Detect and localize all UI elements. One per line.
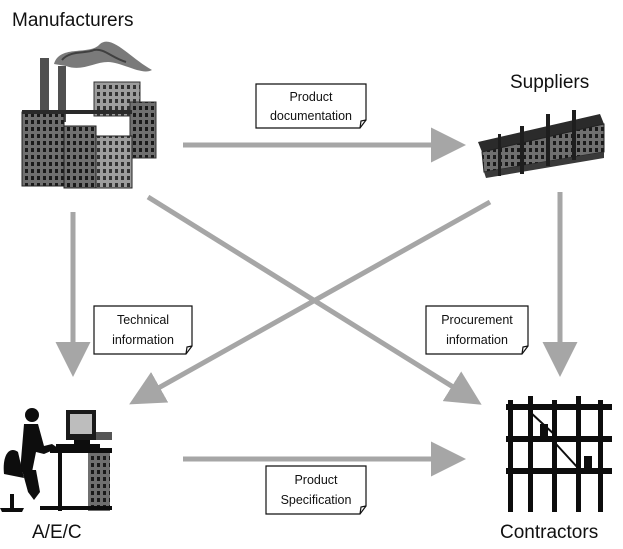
note-technical-information-line2: information [112, 333, 174, 347]
manufacturers-label: Manufacturers [12, 10, 134, 31]
aec-label: A/E/C [32, 522, 82, 543]
note-product-documentation: Product documentation [255, 83, 367, 129]
note-product-specification-line1: Product [294, 473, 338, 487]
contractors-label: Contractors [500, 522, 599, 543]
arrows [55, 127, 578, 477]
note-procurement-information-line1: Procurement [441, 313, 513, 327]
factory-icon [21, 41, 157, 189]
building-frame-icon [506, 396, 612, 512]
note-technical-information: Technical information [93, 305, 193, 355]
designer-at-computer-icon [0, 408, 112, 512]
note-procurement-information: Procurement information [425, 305, 529, 355]
note-product-documentation-line2: documentation [270, 109, 352, 123]
note-product-documentation-line1: Product [289, 90, 333, 104]
arrow-suppliers-to-aec [129, 199, 492, 405]
note-product-specification-line2: Specification [281, 493, 352, 507]
note-technical-information-line1: Technical [117, 313, 169, 327]
note-product-specification: Product Specification [265, 465, 367, 515]
arrow-manufacturers-to-contractors [146, 194, 482, 405]
suppliers-label: Suppliers [510, 72, 590, 93]
warehouse-icon [478, 110, 605, 178]
note-procurement-information-line2: information [446, 333, 508, 347]
